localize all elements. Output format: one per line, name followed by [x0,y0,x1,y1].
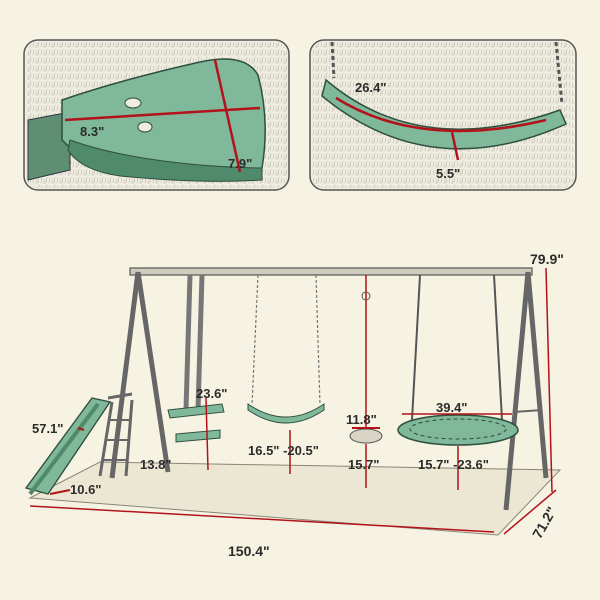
length-dim-line [29,505,495,533]
glider-seat-panel: 8.3" 7.9" [23,39,290,191]
slide-rail [28,402,100,496]
belt-seat-shape [321,78,567,150]
top-beam [129,267,533,276]
disc-swing-seat [349,428,383,444]
dimension-labels: 79.9" 150.4" 71.2" 57.1" 10.6" 23.6" 13.… [32,251,564,559]
belt-swing-seat [247,403,325,424]
swing-set-main [24,267,562,536]
left-frame-leg [109,271,141,479]
belt-swing-chain [251,274,259,406]
belt-panel-grass [312,42,574,188]
saucer-diameter-label: 39.4" [436,400,467,415]
glider-hanger [195,274,205,411]
saucer-rope [411,274,421,421]
belt-swing-panel: 26.4" 5.5" [309,39,577,191]
belt-width-line [450,131,460,161]
belt-left-chain [330,41,336,79]
glider-hanger [183,274,193,411]
saucer-rope [493,274,503,421]
ground-area [28,461,562,536]
belt-width-label: 5.5" [436,166,460,181]
right-frame-leg [525,271,549,479]
belt-swing-chain [315,274,321,406]
overall-length-label: 150.4" [228,543,270,559]
belt-length-label: 26.4" [355,80,386,95]
glider-bolt-hole [137,121,153,133]
glider-seat-edge [67,139,263,182]
glider-seat [167,403,225,419]
glider-base-label: 13.8" [140,457,171,472]
disc-swing-hook [361,291,371,301]
slide-ladder-rail [124,399,134,477]
belt-length-line [335,96,547,133]
height-dim-line [545,267,553,493]
right-frame-leg [503,271,531,511]
glider-height-line [205,397,209,471]
glider-depth-line [213,59,242,173]
overall-height-label: 79.9" [530,251,564,267]
glider-depth-label: 7.9" [228,156,252,171]
glider-width-line [64,106,261,122]
slide-base-tick [49,489,71,495]
belt-right-chain [554,41,564,105]
disc-height-label: 15.7" [348,457,379,472]
dimension-lines [29,267,557,535]
glider-handle-bar [27,111,71,181]
right-frame-brace [513,409,543,413]
left-frame-leg [135,271,171,473]
slide-height-tick [77,427,85,431]
saucer-seat [397,414,519,446]
slide-base-label: 10.6" [70,482,101,497]
glider-footrest [175,429,221,443]
saucer-web [409,418,507,440]
glider-height-label: 23.6" [196,386,227,401]
disc-diameter-label: 11.8" [346,412,377,427]
glider-bolt-hole [124,97,142,109]
belt-swing-height-label: 16.5" -20.5" [248,443,319,458]
glider-width-label: 8.3" [80,124,104,139]
depth-dim-line [503,489,557,535]
slide-height-label: 57.1" [32,421,63,436]
saucer-height-label: 15.7" -23.6" [418,457,489,472]
slide-ladder-top [107,392,133,400]
